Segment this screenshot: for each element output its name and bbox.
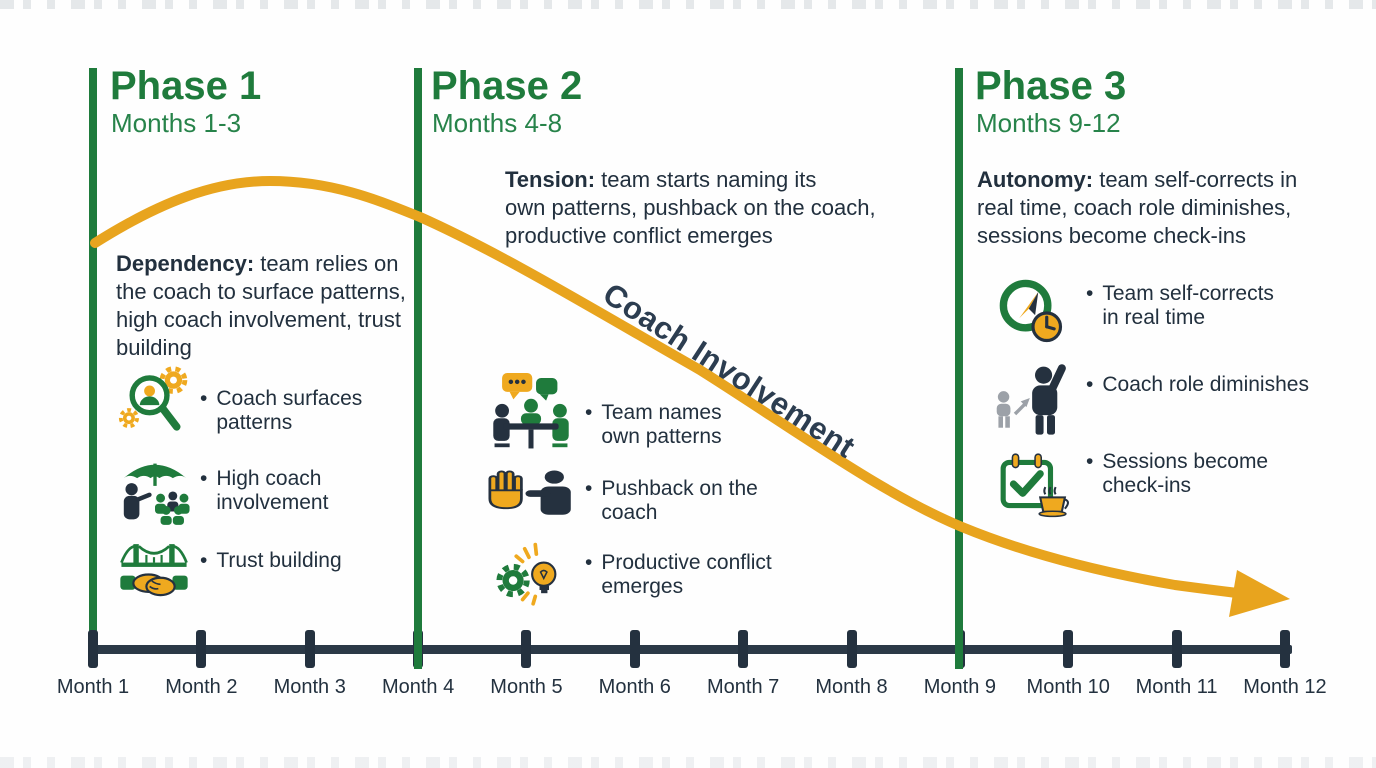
phase3-description: Autonomy: team self-corrects in real tim… <box>977 167 1298 248</box>
month-label: Month 8 <box>815 676 888 698</box>
bullet-dot: • <box>585 551 593 574</box>
shrinking-coach-icon <box>991 358 1071 438</box>
month-label: Month 7 <box>707 676 780 698</box>
bullet-dot: • <box>200 467 208 490</box>
month-label: Month 6 <box>598 676 671 698</box>
phase3-divider-line <box>955 68 963 669</box>
timeline-tick <box>304 630 315 668</box>
timeline-tick <box>738 630 749 668</box>
timeline-tick <box>196 630 207 668</box>
month-label: Month 4 <box>381 676 455 698</box>
compass-clock-icon <box>995 276 1071 350</box>
team-meeting-icon <box>487 368 575 456</box>
bridge-handshake-icon <box>112 530 196 606</box>
timeline-axis <box>88 645 1292 654</box>
timeline-tick <box>1279 630 1290 668</box>
umbrella-audience-icon <box>116 446 194 528</box>
phase1-divider-line <box>89 68 97 646</box>
bullet-dot: • <box>1086 373 1094 396</box>
month-label: Month 5 <box>490 676 563 698</box>
magnifier-person-gears-icon <box>114 366 196 442</box>
bullet-dot: • <box>200 549 208 572</box>
bullet-dot: • <box>585 401 593 424</box>
bullet-dot: • <box>200 387 208 410</box>
phase3-title: Phase 3 <box>975 64 1127 108</box>
month-label: Month 11 <box>1135 676 1218 698</box>
phase2-subtitle: Months 4-8 <box>432 108 563 138</box>
phase1-title: Phase 1 <box>110 64 262 108</box>
bullet-dot: • <box>1086 450 1094 473</box>
calendar-check-cup-icon <box>993 448 1073 520</box>
arrowhead-icon <box>1229 570 1290 617</box>
gear-lightbulb-icon <box>487 534 573 608</box>
phase3-bullet-2: • Coach role diminishes <box>1086 373 1309 396</box>
timeline-tick <box>846 630 857 668</box>
phase2-description: Tension: team starts naming its own patt… <box>505 167 876 248</box>
month-label: Month 1 <box>56 676 130 698</box>
timeline-tick <box>88 630 98 668</box>
bullet-dot: • <box>1086 282 1094 305</box>
phase3-subtitle: Months 9-12 <box>976 108 1121 138</box>
phase1-bullet-3: • Trust building <box>200 549 342 572</box>
timeline-tick <box>1063 630 1074 668</box>
phase2-title: Phase 2 <box>431 64 583 108</box>
phase1-description: Dependency: team relies on the coach to … <box>116 251 406 360</box>
phase1-subtitle: Months 1-3 <box>111 108 242 138</box>
month-label: Month 10 <box>1026 676 1110 698</box>
bullet-dot: • <box>585 477 593 500</box>
cropped-text-artifact-bottom <box>0 757 1376 768</box>
cropped-text-artifact-top <box>0 0 1376 9</box>
phase2-divider-line <box>414 68 422 669</box>
timeline-tick <box>521 630 532 668</box>
month-label: Month 9 <box>923 676 996 698</box>
month-label: Month 2 <box>165 676 238 698</box>
stop-hand-icon <box>483 462 579 528</box>
timeline-tick <box>629 630 640 668</box>
month-label: Month 12 <box>1243 676 1327 698</box>
month-label: Month 3 <box>273 676 346 698</box>
timeline-tick <box>1171 630 1182 668</box>
